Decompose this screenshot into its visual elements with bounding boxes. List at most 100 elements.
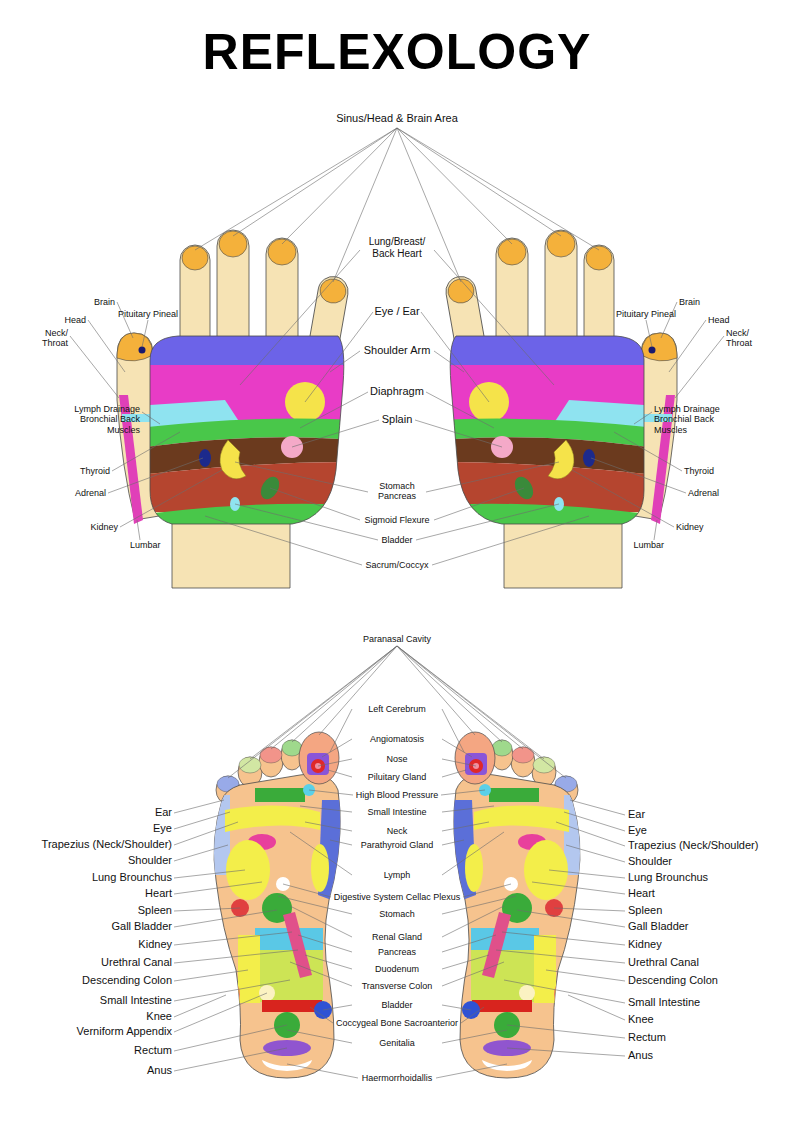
toe [259,747,283,777]
sole-zones [205,788,345,1071]
organ-label: Brain [94,297,115,307]
organ-label: Pancreas [378,947,416,957]
organ-label: Neck/ Throat [38,328,68,349]
organ-label: Shoulder [628,855,672,868]
organ-label: Lumbar [633,540,664,550]
leader-line [502,932,625,945]
organ-label: Lung/Breast/ Back Heart [361,236,433,259]
leader-line [112,432,180,471]
organ-label: Kidney [90,522,118,532]
hand-map [70,128,397,588]
sole-zones [205,795,230,875]
leader-line [322,739,352,757]
organ-label: Parathyroid Gland [361,840,434,850]
organ-label: Adrenal [75,488,106,498]
organ-label: Verniform Appendix [77,1025,172,1038]
organ-label: Sacrum/Coccyx [365,560,428,570]
organ-label: Knee [628,1013,654,1026]
organ-label: Paranasal Cavity [363,634,431,644]
organ-label: Small Intestine [628,996,700,1009]
sole-zones [255,788,305,802]
palm-zones [199,449,211,467]
organ-label: Digestive System Cellac Plexus [334,892,461,902]
organ-label: Kidney [628,938,662,951]
organ-label: Small Intestine [100,994,172,1007]
leader-line [174,908,240,911]
organ-label: Haermorrhoidallis [362,1073,433,1083]
sole-zones [262,1060,312,1071]
finger-tip-zone [182,246,208,270]
leader-line [174,800,625,1071]
organ-label: Duodenum [375,964,419,974]
leader-line [549,870,625,878]
leader-line [290,906,352,937]
leader-line [305,822,352,831]
organ-label: Stomach [379,909,415,919]
organ-label: Rectum [134,1044,172,1057]
organ-label: Rectum [628,1031,666,1044]
leader-line [532,882,625,894]
leader-line [310,1007,333,1023]
leader-line [318,759,352,766]
organ-label: Transverse Colon [362,981,433,991]
organ-label: Coccygeal Bone Sacroanterior [336,1018,458,1028]
leader-line [546,970,625,981]
toe-tip-zone [239,757,261,773]
organ-label: Lymph Drainage Bronchial Back Muscles [65,404,140,435]
leader-line [496,950,625,963]
organ-label: Lymph [384,870,411,880]
organ-label: Sinus/Head & Brain Area [336,112,458,125]
organ-label: Eye / Ear [374,305,419,318]
big-toe [299,732,339,784]
leader-line [120,470,222,527]
leader-line [568,995,625,1020]
leader-line [174,932,292,945]
organ-label: Head [64,315,86,325]
organ-label: Lung Brounchus [628,871,708,884]
leader-line [117,302,133,338]
leader-line [287,1030,352,1043]
organ-label: Urethral Canal [628,956,699,969]
leader-line [174,812,230,829]
leader-line [108,458,203,493]
sole-zones [225,805,320,832]
leader-line [504,980,625,1003]
leader-line [507,1048,625,1056]
organ-label: Stomach Pancreas [367,481,427,502]
organ-label: Left Cerebrum [368,704,426,714]
leader-line [174,800,224,813]
organ-label: Spleen [628,904,662,917]
sole-zones [311,844,329,892]
leader-line [235,462,368,492]
leader-line [305,955,352,969]
hand-map [397,128,724,588]
organ-label: Adrenal [688,488,719,498]
organ-label: High Blood Pressure [356,790,439,800]
organ-label: Renal Gland [372,932,422,942]
organ-label: Heart [145,887,172,900]
organ-label: Diaphragm [370,385,424,398]
organ-label: Spleen [138,904,172,917]
organ-label: Shoulder [128,854,172,867]
organ-label: Descending Colon [82,974,172,987]
organ-label: Angiomatosis [370,734,424,744]
leader-line [566,845,625,862]
foot-map [205,646,397,1078]
organ-label: Ear [628,808,645,821]
organ-label: Heart [628,887,655,900]
leader-line [309,790,353,795]
organ-label: Pituitary Pineal [118,309,178,319]
leader-line [556,822,625,846]
organ-label: Piluitary Gland [368,772,427,782]
big-toe [299,732,339,784]
leader-line [174,822,238,845]
organ-label: Descending Colon [628,974,718,987]
leader-line [70,336,119,398]
organ-label: Bladder [381,1000,412,1010]
foot-map [397,646,589,1078]
organ-label: Knee [146,1010,172,1023]
leader-line [287,1064,358,1078]
organ-label: Thyroid [80,466,110,476]
organ-label: Lung Brounchus [92,871,172,884]
organ-label: Urethral Canal [101,956,172,969]
